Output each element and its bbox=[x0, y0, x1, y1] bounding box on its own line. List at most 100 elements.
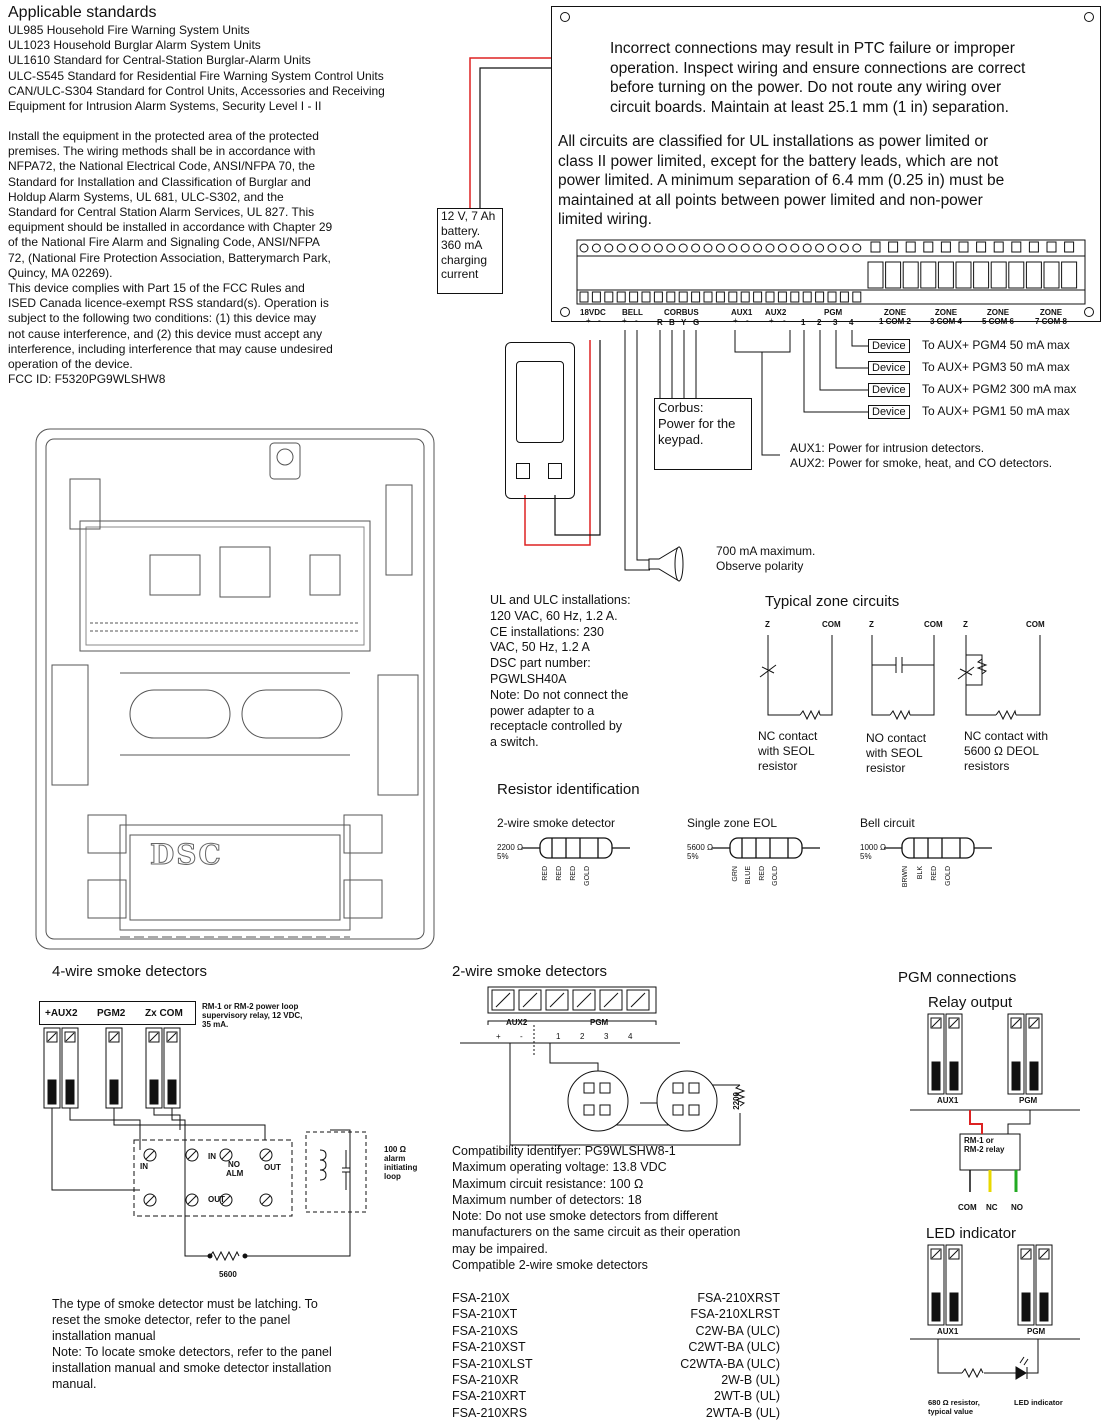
relay-note-line: supervisory relay, 12 VDC, bbox=[202, 1011, 303, 1020]
resistor-tolerance: 5% bbox=[687, 852, 699, 861]
terminal-slot bbox=[666, 291, 676, 303]
standard-line: UL1610 Standard for Central-Station Burg… bbox=[8, 53, 311, 68]
resistor-title: Single zone EOL bbox=[687, 816, 778, 830]
zone-com: 7 COM 8 bbox=[1034, 317, 1067, 326]
loop-note-line: alarm bbox=[384, 1154, 406, 1163]
circuits-line: class II power limited, except for the b… bbox=[558, 152, 999, 170]
corner-clip bbox=[87, 814, 127, 854]
deol-circuit bbox=[965, 635, 1041, 716]
led-wiring bbox=[910, 1338, 1080, 1380]
pgm-number: 3 bbox=[833, 318, 838, 327]
terminal-label-aux1: AUX1 bbox=[731, 308, 753, 317]
loop-note: 100 Ω alarm initiating loop bbox=[384, 1145, 417, 1181]
four-wire-label-box bbox=[39, 1001, 196, 1025]
terminal-screw-icon bbox=[703, 243, 713, 253]
mount-hole-icon bbox=[276, 448, 294, 466]
standards-list: UL985 Household Fire Warning System Unit… bbox=[8, 23, 385, 114]
terminal-screw-icon bbox=[753, 243, 763, 253]
install-line: Install the equipment in the protected a… bbox=[8, 129, 319, 143]
four-wire-note-line: manual. bbox=[52, 1377, 97, 1391]
terminal-screws bbox=[579, 243, 862, 303]
nc-circuit bbox=[767, 635, 833, 716]
caption-line: NC contact bbox=[758, 729, 818, 743]
install-line: Standard for Central Station Alarm Servi… bbox=[8, 205, 315, 220]
terminal-wires bbox=[624, 330, 868, 571]
zone-label: ZONE 3 COM 4 bbox=[924, 308, 968, 326]
corner-clip bbox=[87, 879, 127, 919]
screw-slot bbox=[495, 992, 511, 1008]
terminal-slot bbox=[678, 291, 688, 303]
led-indicator-heading: LED indicator bbox=[926, 1225, 1017, 1242]
terminal-plus: + bbox=[769, 316, 774, 325]
led-aux1-label: AUX1 bbox=[937, 1327, 959, 1336]
four-wire-note-line: installation manual bbox=[52, 1329, 156, 1343]
terminal-screw-icon bbox=[790, 243, 800, 253]
terminal-label-aux2: AUX2 bbox=[765, 308, 787, 317]
band-color: GOLD bbox=[584, 866, 591, 886]
band-color: GOLD bbox=[772, 866, 779, 886]
aux-note-line: AUX2: Power for smoke, heat, and CO dete… bbox=[790, 456, 1053, 471]
power-note-line: 120 VAC, 60 Hz, 1.2 A. bbox=[490, 608, 618, 623]
battery-box bbox=[437, 208, 503, 294]
terminal-slot bbox=[604, 291, 614, 303]
power-note-line: power adapter to a bbox=[490, 703, 595, 718]
circuits-line: maintained at all points between power l… bbox=[558, 191, 983, 209]
terminal-screw-icon bbox=[629, 243, 639, 253]
caption-line: 5600 Ω DEOL bbox=[964, 744, 1040, 759]
adapter-red-wire bbox=[524, 340, 591, 546]
zone-terminal bbox=[937, 261, 954, 289]
enclosure-outline bbox=[35, 428, 435, 950]
zone-screw-icon bbox=[1046, 241, 1057, 253]
zone-screw-icon bbox=[993, 241, 1004, 253]
pgm-number: 1 bbox=[801, 318, 806, 327]
pgm2-output-text: To AUX+ PGM2 300 mA max bbox=[922, 382, 1077, 396]
relay-no-label: NO bbox=[228, 1160, 240, 1169]
band-color: RED bbox=[759, 866, 766, 881]
resistor-icon bbox=[522, 837, 630, 859]
zone-screw-icon bbox=[976, 241, 987, 253]
mount-tab bbox=[269, 442, 301, 480]
spec-line: Compatible 2-wire smoke detectors bbox=[452, 1258, 648, 1273]
siren-note: 700 mA maximum. Observe polarity bbox=[716, 544, 815, 574]
resistor-tolerance: 5% bbox=[860, 852, 872, 861]
resistor-value: 2200 Ω 5% bbox=[497, 843, 523, 861]
battery-label: 12 V, 7 Ah battery. 360 mA charging curr… bbox=[441, 209, 495, 282]
zone-terminal bbox=[1061, 261, 1078, 289]
relay-box-line: RM-2 relay bbox=[964, 1145, 1005, 1154]
two-wire-aux-label: AUX2 bbox=[506, 1018, 528, 1027]
band-color: BLK bbox=[917, 866, 924, 880]
compatible-model: C2WTA-BA (ULC) bbox=[680, 1356, 780, 1371]
bell-wire bbox=[624, 330, 650, 571]
zone-caption-no: NO contact with SEOL resistor bbox=[866, 731, 926, 777]
terminal-slot bbox=[728, 291, 738, 303]
screw-slot bbox=[522, 992, 538, 1008]
zone-z-label: Z bbox=[869, 620, 874, 629]
band-color: GRN bbox=[732, 866, 739, 882]
resistor-ohms: 1000 Ω bbox=[860, 843, 886, 852]
spec-line: Note: Do not use smoke detectors from di… bbox=[452, 1209, 718, 1224]
capacitor-icon bbox=[342, 1150, 350, 1190]
pgm-terminal-block bbox=[1007, 1013, 1043, 1095]
terminal-label-18vdc: 18VDC bbox=[580, 308, 606, 317]
resistor-icon bbox=[884, 837, 992, 859]
install-line: This device complies with Part 15 of the… bbox=[8, 281, 305, 296]
install-line: equipment should be installed in accorda… bbox=[8, 220, 333, 235]
relay-output-diagram bbox=[910, 1013, 1080, 1192]
caption-line: resistor bbox=[758, 759, 798, 774]
band-color: GOLD bbox=[945, 866, 952, 886]
zone-com: 5 COM 6 bbox=[981, 317, 1014, 326]
knockout-oval bbox=[129, 689, 231, 739]
mount-hole-icon bbox=[1084, 307, 1094, 317]
zone-z-label: Z bbox=[963, 620, 968, 629]
relay-aux1-label: AUX1 bbox=[937, 1096, 959, 1105]
pgm1-device: Device bbox=[868, 405, 910, 419]
nc-contact-icon bbox=[957, 666, 975, 680]
four-wire-note-line: The type of smoke detector must be latch… bbox=[52, 1297, 318, 1311]
terminal-screw-icon bbox=[815, 243, 825, 253]
terminal-slot bbox=[852, 291, 862, 303]
chip-icon bbox=[309, 554, 341, 596]
relay-note: RM-1 or RM-2 power loop supervisory rela… bbox=[202, 1002, 302, 1029]
siren-note-line: 700 mA maximum. bbox=[716, 544, 816, 558]
battery-line: 360 mA bbox=[441, 238, 483, 252]
standard-line: CAN/ULC-S304 Standard for Control Units,… bbox=[8, 83, 385, 98]
